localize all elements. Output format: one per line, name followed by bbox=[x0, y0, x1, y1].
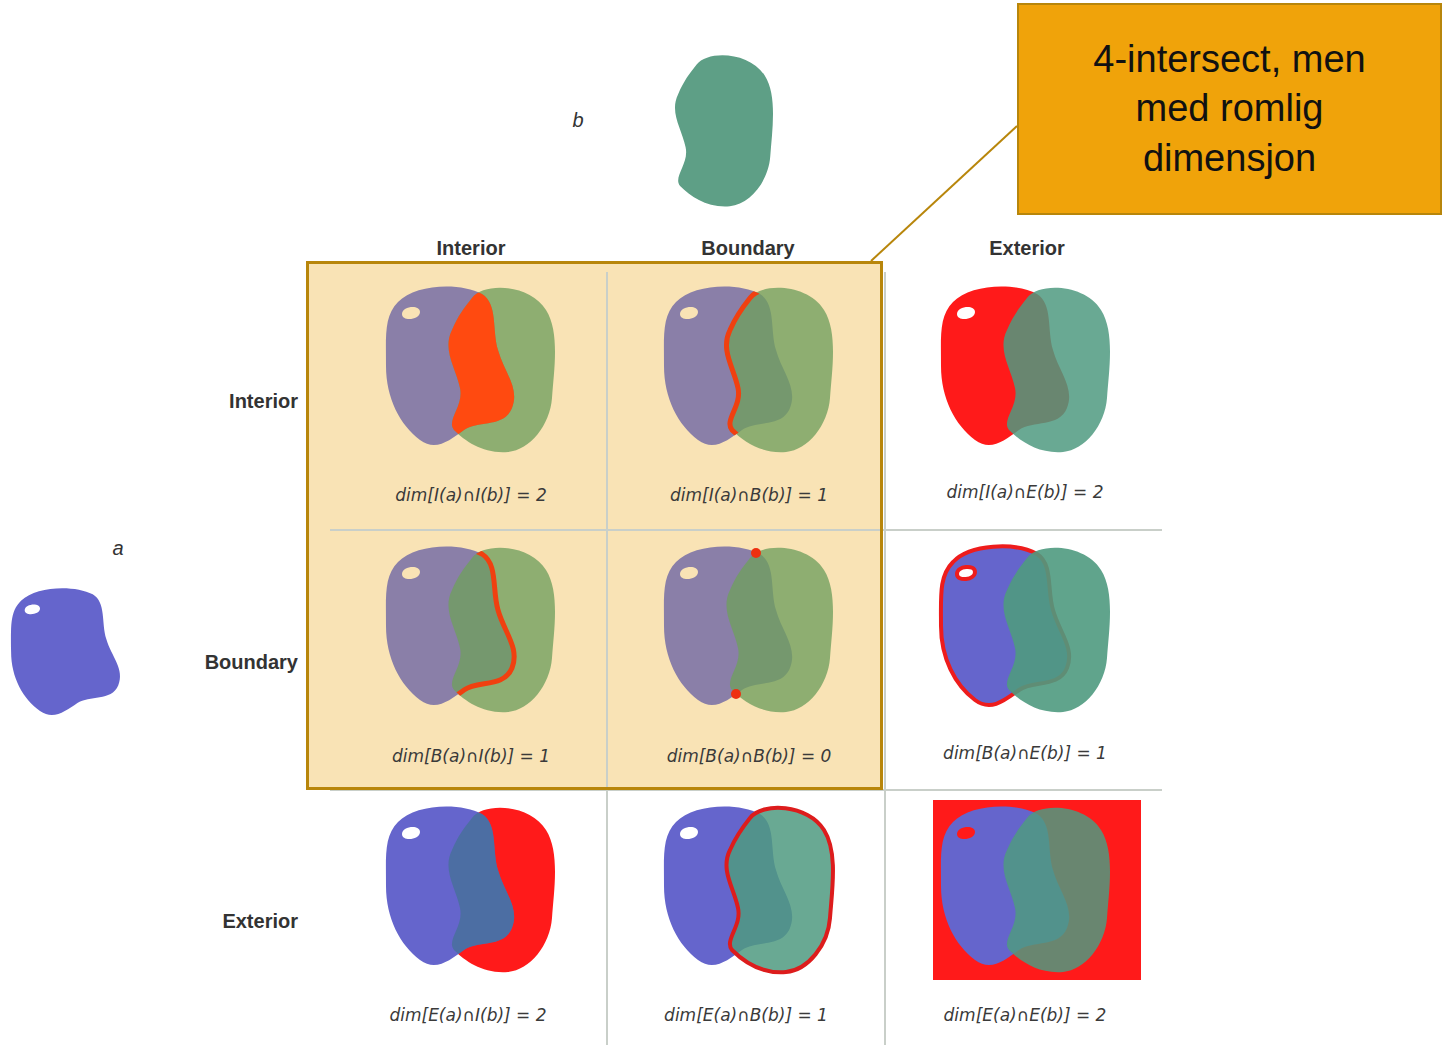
shape-letter: a bbox=[112, 537, 123, 560]
highlight-ground bbox=[306, 261, 883, 790]
cell-ii bbox=[386, 286, 555, 452]
column-header: Exterior bbox=[989, 237, 1065, 260]
cell-ie bbox=[941, 286, 1110, 452]
row-header: Interior bbox=[229, 390, 298, 413]
cell-ei bbox=[386, 806, 555, 972]
intersection-formula: dim[B(a)∩B(b)] = 0 bbox=[667, 746, 832, 766]
cell-eb bbox=[664, 806, 833, 972]
column-header: Boundary bbox=[701, 237, 794, 260]
callout-text: 4-intersect, men med romlig dimensjon bbox=[1059, 35, 1400, 183]
shape-a bbox=[11, 588, 120, 715]
row-header: Exterior bbox=[222, 910, 298, 933]
intersection-formula: dim[B(a)∩I(b)] = 1 bbox=[392, 746, 550, 766]
cell-be bbox=[941, 546, 1110, 712]
intersection-formula: dim[I(a)∩E(b)] = 2 bbox=[946, 482, 1103, 502]
cell-ib bbox=[664, 286, 833, 452]
cell-bi bbox=[386, 546, 555, 712]
intersection-formula: dim[E(a)∩B(b)] = 1 bbox=[664, 1005, 828, 1025]
row-header: Boundary bbox=[205, 651, 298, 674]
intersection-formula: dim[E(a)∩E(b)] = 2 bbox=[944, 1005, 1107, 1025]
intersection-formula: dim[E(a)∩I(b)] = 2 bbox=[389, 1005, 546, 1025]
shape-b bbox=[675, 55, 773, 206]
intersection-formula: dim[I(a)∩I(b)] = 2 bbox=[395, 485, 546, 505]
column-header: Interior bbox=[437, 237, 506, 260]
cell-ee bbox=[933, 800, 1141, 980]
four-intersect-region: dim[I(a)∩I(b)] = 2 dim[I(a)∩B(b)] = 1 dim[… bbox=[306, 261, 883, 790]
cell-bb bbox=[664, 546, 833, 712]
shape-letter: b bbox=[572, 109, 583, 132]
intersection-formula: dim[I(a)∩B(b)] = 1 bbox=[670, 485, 828, 505]
callout-box: 4-intersect, men med romlig dimensjon bbox=[1017, 3, 1442, 215]
grid-lines bbox=[330, 272, 1162, 1045]
intersection-formula: dim[B(a)∩E(b)] = 1 bbox=[943, 743, 1107, 763]
